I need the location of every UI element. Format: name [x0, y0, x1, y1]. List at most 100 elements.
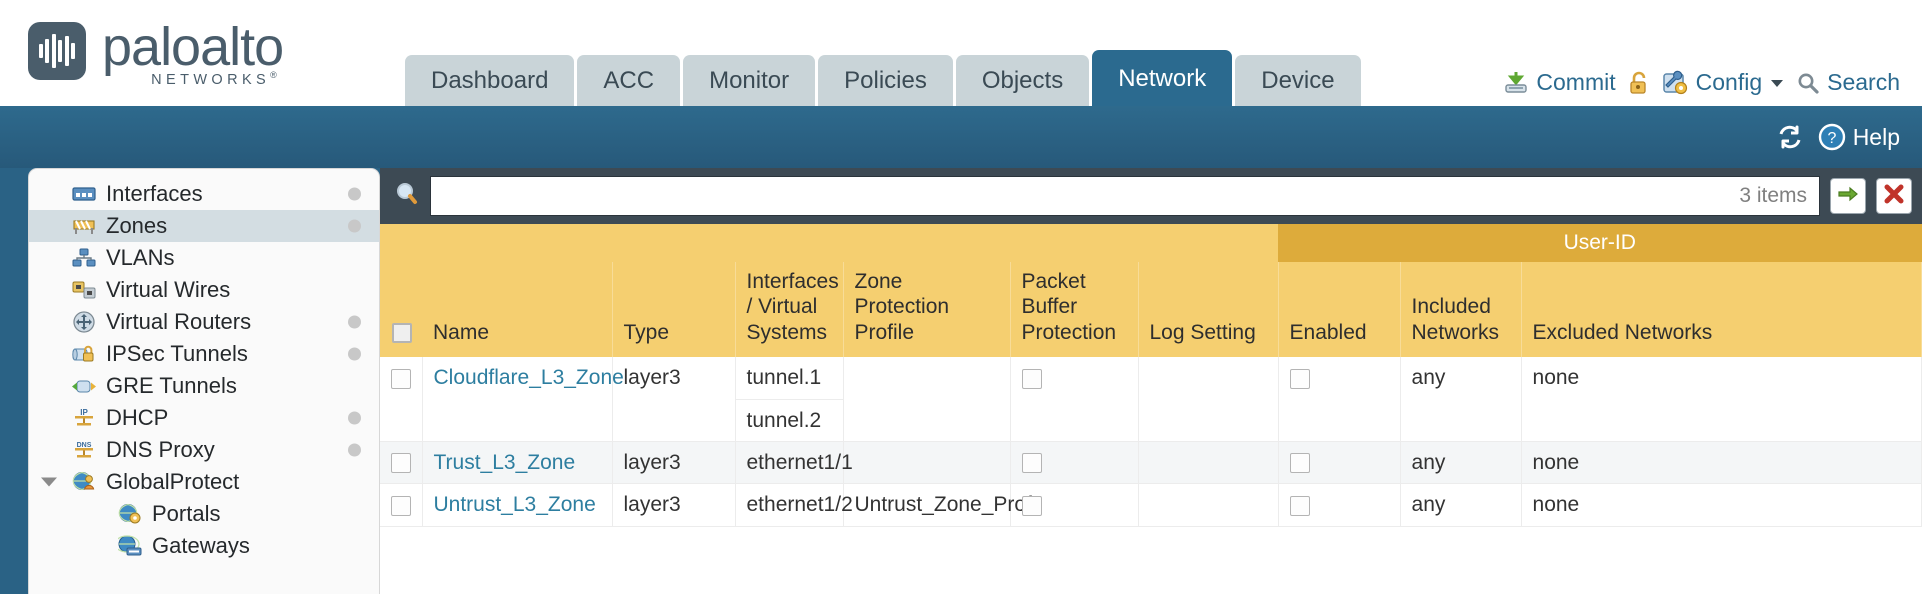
zones-table-wrap: User-ID Name Type Interfaces / Virtual S… [380, 224, 1922, 594]
expand-caret-icon[interactable] [41, 477, 57, 487]
refresh-icon [1776, 124, 1804, 150]
userid-enabled-checkbox[interactable] [1289, 368, 1310, 389]
zone-name-link[interactable]: Untrust_L3_Zone [433, 493, 596, 517]
col-packet-buffer-protection[interactable]: Packet Buffer Protection [1010, 261, 1139, 358]
cell-packet-buffer-protection[interactable] [1010, 483, 1139, 527]
cell-name[interactable]: Trust_L3_Zone [422, 441, 613, 485]
clear-filter-button[interactable] [1876, 178, 1912, 214]
cell-zone-protection-profile [843, 357, 1011, 443]
cell-name[interactable]: Cloudflare_L3_Zone [422, 357, 624, 443]
col-interfaces[interactable]: Interfaces / Virtual Systems [735, 261, 844, 358]
filter-input-wrap[interactable]: 3 items [430, 176, 1820, 216]
sidebar-item-gre-tunnels[interactable]: GRE Tunnels [29, 370, 379, 402]
zone-name-link[interactable]: Cloudflare_L3_Zone [433, 366, 624, 390]
cell-userid-enabled[interactable] [1278, 483, 1401, 527]
filter-search-icon[interactable] [392, 179, 422, 214]
col-excluded-networks[interactable]: Excluded Networks [1521, 261, 1922, 358]
group-header-userid: User-ID [1278, 224, 1922, 262]
row-select-cell[interactable] [380, 441, 423, 485]
top-header: paloalto NETWORKS® Dashboard ACC Monitor… [0, 0, 1922, 106]
brand-text: paloalto NETWORKS® [102, 18, 284, 88]
tab-device[interactable]: Device [1235, 54, 1361, 106]
sidebar-item-label: DNS Proxy [106, 437, 215, 462]
globalprotect-icon [71, 471, 97, 493]
col-name[interactable]: Name [422, 261, 613, 358]
refresh-button[interactable] [1776, 124, 1804, 150]
cell-userid-enabled[interactable] [1278, 357, 1401, 443]
cell-included-networks: any [1400, 483, 1522, 527]
userid-enabled-checkbox[interactable] [1289, 495, 1310, 516]
commit-button[interactable]: Commit [1503, 69, 1616, 96]
cell-included-networks: any [1400, 357, 1522, 443]
sidebar-item-interfaces[interactable]: Interfaces [29, 178, 379, 210]
cell-name[interactable]: Untrust_L3_Zone [422, 483, 613, 527]
col-zone-protection-profile[interactable]: Zone Protection Profile [843, 261, 1011, 358]
packet-buffer-checkbox[interactable] [1021, 495, 1042, 516]
row-checkbox[interactable] [391, 368, 411, 389]
tab-network[interactable]: Network [1092, 49, 1233, 106]
filter-bar: 3 items [380, 168, 1922, 224]
apply-filter-button[interactable] [1830, 178, 1866, 214]
red-x-icon [1883, 183, 1905, 210]
cell-packet-buffer-protection[interactable] [1010, 441, 1139, 485]
packet-buffer-checkbox[interactable] [1021, 368, 1042, 389]
search-icon [1796, 71, 1820, 95]
zone-name-link[interactable]: Trust_L3_Zone [433, 451, 576, 475]
tab-monitor[interactable]: Monitor [683, 54, 816, 106]
table-row[interactable]: Cloudflare_L3_Zone layer3 tunnel.1 tunne… [380, 357, 1922, 443]
tab-acc[interactable]: ACC [577, 54, 681, 106]
sub-toolbar: ? Help [0, 106, 1922, 168]
tab-dashboard[interactable]: Dashboard [405, 54, 575, 106]
cell-zone-protection-profile [843, 441, 1011, 485]
sidebar-item-globalprotect[interactable]: GlobalProtect [29, 466, 379, 498]
interface-item: tunnel.2 [746, 408, 822, 432]
page-body: Interfaces Zones VLANs Vir [0, 168, 1922, 594]
sidebar-item-gateways[interactable]: Gateways [29, 530, 379, 562]
select-all-header[interactable] [380, 261, 422, 358]
table-row[interactable]: Untrust_L3_Zone layer3 ethernet1/2 Untru… [380, 483, 1922, 527]
sidebar-item-dns-proxy[interactable]: DNS DNS Proxy [29, 434, 379, 466]
cell-type: layer3 [612, 357, 736, 443]
table-row[interactable]: Trust_L3_Zone layer3 ethernet1/1 any non… [380, 441, 1922, 485]
tab-policies[interactable]: Policies [818, 54, 953, 106]
help-button[interactable]: ? Help [1818, 123, 1900, 151]
commit-label: Commit [1536, 69, 1616, 95]
cell-userid-enabled[interactable] [1278, 441, 1401, 485]
brand-logo: paloalto NETWORKS® [28, 18, 284, 92]
gre-tunnels-icon [71, 375, 97, 397]
sidebar-item-dhcp[interactable]: IP DHCP [29, 402, 379, 434]
sidebar-item-virtual-wires[interactable]: Virtual Wires [29, 274, 379, 306]
status-dot [348, 347, 361, 361]
virtual-wires-icon [71, 279, 97, 301]
sidebar-item-vlans[interactable]: VLANs [29, 242, 379, 274]
sidebar-item-portals[interactable]: Portals [29, 498, 379, 530]
sidebar-item-zones[interactable]: Zones [29, 210, 379, 242]
sidebar-item-label: DHCP [106, 405, 169, 430]
dhcp-icon: IP [71, 407, 97, 429]
row-select-cell[interactable] [380, 483, 423, 527]
sidebar-item-ipsec-tunnels[interactable]: IPSec Tunnels [29, 338, 379, 370]
packet-buffer-checkbox[interactable] [1021, 453, 1042, 474]
cell-zone-protection-profile: Untrust_Zone_Prof [843, 483, 1032, 527]
cell-interfaces: ethernet1/2 [735, 483, 853, 527]
userid-enabled-checkbox[interactable] [1289, 453, 1310, 474]
config-menu[interactable]: Config [1662, 69, 1785, 96]
select-all-checkbox[interactable] [392, 323, 412, 344]
lock-button[interactable] [1627, 70, 1651, 96]
col-userid-enabled[interactable]: Enabled [1278, 261, 1401, 358]
row-checkbox[interactable] [391, 453, 411, 474]
search-button[interactable]: Search [1796, 69, 1900, 96]
row-checkbox[interactable] [391, 495, 411, 516]
col-included-networks[interactable]: Included Networks [1400, 261, 1522, 358]
interfaces-icon [71, 183, 97, 205]
sidebar-item-label: GRE Tunnels [106, 373, 237, 398]
sidebar-item-label: Interfaces [106, 181, 203, 206]
brand-tagline: NETWORKS® [151, 70, 282, 88]
row-select-cell[interactable] [380, 357, 423, 443]
cell-packet-buffer-protection[interactable] [1010, 357, 1139, 443]
sidebar-item-virtual-routers[interactable]: Virtual Routers [29, 306, 379, 338]
tab-objects[interactable]: Objects [955, 54, 1090, 106]
search-input[interactable] [431, 178, 1740, 214]
col-log-setting[interactable]: Log Setting [1138, 261, 1279, 358]
col-type[interactable]: Type [612, 261, 736, 358]
